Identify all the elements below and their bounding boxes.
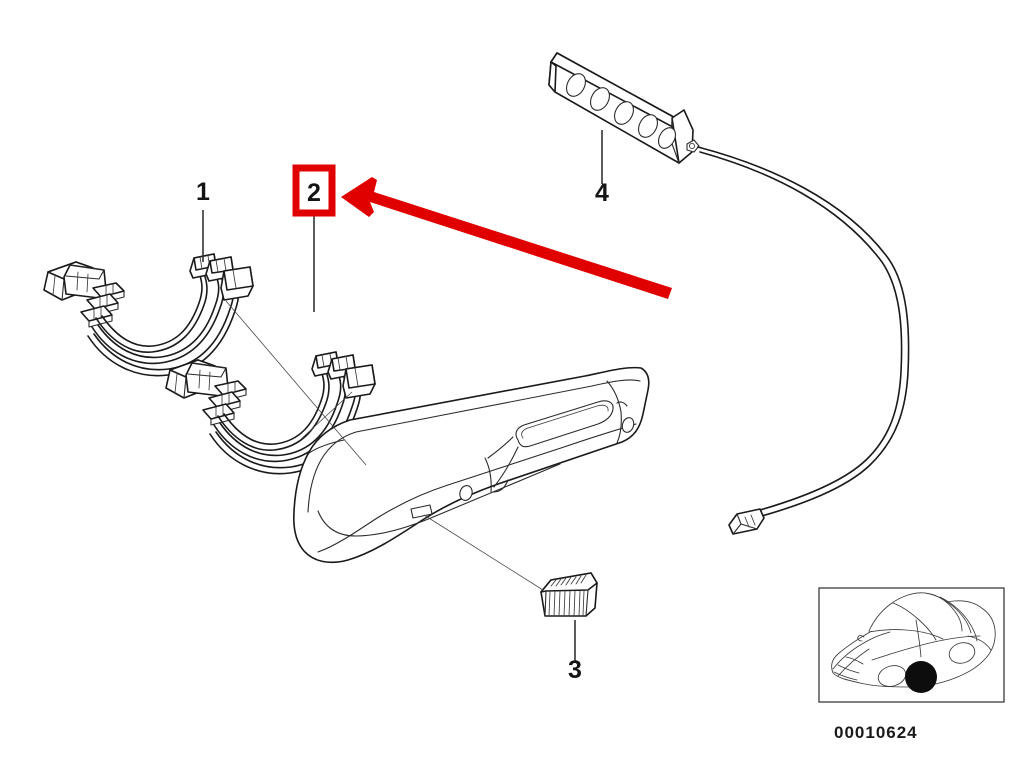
red-arrow-annotation [341,177,672,299]
inset-diagram-code: 00010624 [834,723,918,742]
inset-location-marker [905,661,937,693]
part-seat-trim-cover [293,366,650,564]
callout-2-highlight-box [292,164,336,217]
callout-labels: 1 2 3 4 [196,178,609,684]
rail-cable [697,146,910,535]
part-mounting-rail [548,52,700,164]
callout-4-label: 4 [595,179,609,207]
part-end-cap [540,572,598,617]
part-pointer-leaders [225,300,544,591]
part-harness-upper [43,253,254,377]
vehicle-location-inset: 00010624 [818,587,1005,742]
callout-2-label: 2 [307,179,321,207]
callout-leaders [202,130,603,662]
callout-1-label: 1 [196,178,210,206]
callout-3-label: 3 [568,656,582,684]
part-harness-lower [165,351,376,475]
